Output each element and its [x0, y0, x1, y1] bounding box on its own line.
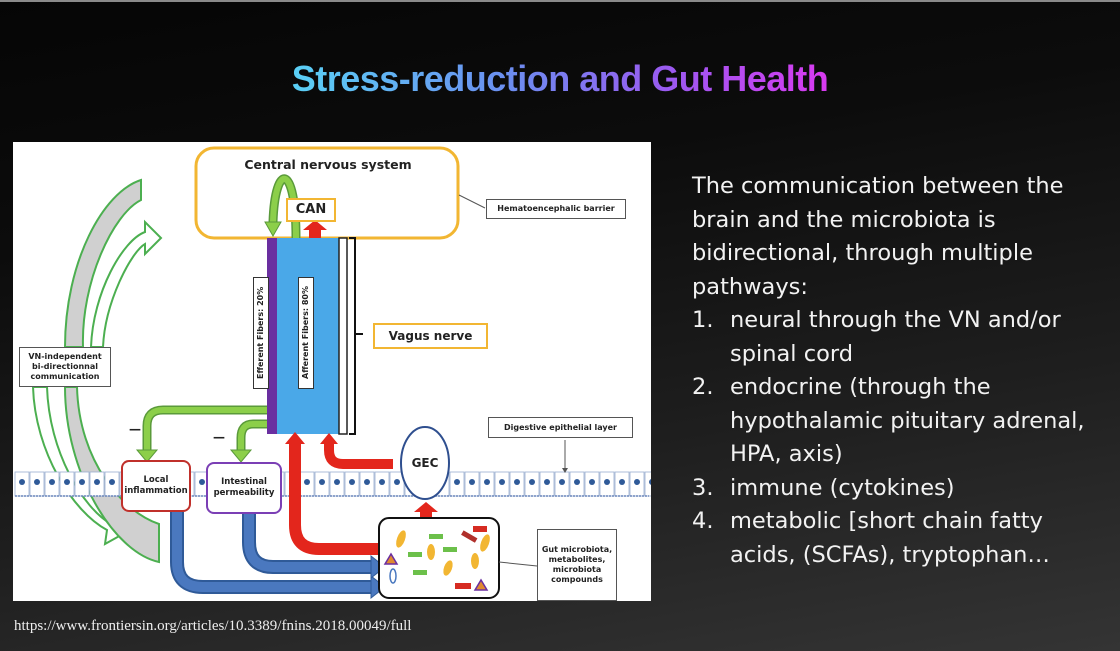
vagus-edge [338, 237, 348, 435]
gut-brain-axis-figure: Central nervous system CAN Hematoencepha… [13, 142, 651, 601]
intro-text: The communication between the brain and … [692, 173, 1064, 300]
source-link[interactable]: https://www.frontiersin.org/articles/10.… [14, 618, 412, 634]
pathway-list: 1. neural through the VN and/or spinal co… [692, 304, 1112, 572]
cell-nucleus [319, 479, 325, 485]
cell-nucleus [574, 479, 580, 485]
cell-nucleus [499, 479, 505, 485]
cell-nucleus [454, 479, 460, 485]
cell-nucleus [19, 479, 25, 485]
cell-nucleus [559, 479, 565, 485]
cns-label: Central nervous system [244, 157, 412, 173]
cell-nucleus [334, 479, 340, 485]
vn-independent-white-arrow-up [89, 219, 163, 348]
epithelial-cell [644, 471, 651, 497]
pathway-item: 4. metabolic [short chain fatty acids, (S… [692, 505, 1112, 572]
epithelial-layer [14, 471, 651, 497]
blue-arrow-permeability-to-microbiota [244, 512, 373, 572]
local-inflammation-box: Local inflammation [121, 460, 191, 512]
red-arrow-microbiota-to-gec [414, 502, 438, 520]
cell-nucleus [649, 479, 651, 485]
item-text: metabolic [short chain fatty acids, (SCF… [730, 508, 1050, 568]
slide-title-text: Stress-reduction and Gut Health [291, 58, 829, 99]
afferent-fibers-label: Afferent Fibers: 80% [298, 277, 314, 389]
pathway-item: 2. endocrine (through the hypothalamic pi… [692, 371, 1112, 472]
red-arrow-gec-to-vagus [324, 442, 393, 469]
gut-microbiota-label: Gut microbiota, metabolites, microbiota … [537, 529, 617, 601]
cell-nucleus [469, 479, 475, 485]
cell-nucleus [364, 479, 370, 485]
cell-nucleus [379, 479, 385, 485]
can-box: CAN [286, 198, 336, 222]
top-border-line [0, 0, 1120, 2]
item-number: 4. [692, 508, 714, 534]
vagus-nerve-label: Vagus nerve [373, 323, 488, 349]
item-number: 3. [692, 474, 714, 501]
cell-nucleus [64, 479, 70, 485]
vn-independent-gray-arrow-up [63, 178, 142, 348]
cell-nucleus [604, 479, 610, 485]
green-arrow-intestinal-permeability [238, 421, 267, 454]
intestinal-permeability-box: Intestinal permeability [206, 462, 282, 514]
vn-independent-label: VN-independent bi-directionnal communica… [19, 347, 111, 387]
item-number: 2. [692, 374, 714, 400]
cell-nucleus [484, 479, 490, 485]
cell-nucleus [514, 479, 520, 485]
can-red-arrow [303, 220, 327, 238]
vn-independent-gray-arrow-down [63, 386, 160, 564]
cell-nucleus [79, 479, 85, 485]
cell-nucleus [49, 479, 55, 485]
cell-nucleus [349, 479, 355, 485]
cell-nucleus [544, 479, 550, 485]
microbiota-organisms [383, 526, 490, 591]
item-text: immune (cytokines) [730, 474, 955, 501]
efferent-fibers-label: Efferent Fibers: 20% [253, 277, 269, 389]
item-text: endocrine (through the hypothalamic pitu… [730, 374, 1085, 467]
red-arrow-microbiota-to-vagus [289, 442, 379, 555]
cell-nucleus [94, 479, 100, 485]
gec-cell [400, 426, 450, 500]
cell-nucleus [109, 479, 115, 485]
description-panel: The communication between the brain and … [692, 170, 1112, 572]
vagus-bracket [349, 237, 363, 435]
hematoencephalic-barrier-label: Hematoencephalic barrier [486, 199, 626, 219]
cell-nucleus [199, 479, 205, 485]
digestive-epithelial-layer-label: Digestive epithelial layer [488, 417, 633, 438]
blue-arrow-inflammation-to-microbiota [172, 512, 373, 592]
cell-nucleus [34, 479, 40, 485]
minus-sign-inflammation: — [129, 421, 141, 436]
pathway-item: 1. neural through the VN and/or spinal co… [692, 304, 1112, 371]
cell-nucleus [589, 479, 595, 485]
efferent-fibers-band [267, 238, 277, 434]
cell-nucleus [529, 479, 535, 485]
cell-nucleus [304, 479, 310, 485]
green-arrow-local-inflammation [144, 407, 267, 454]
hematoencephalic-pointer [458, 194, 486, 209]
item-number: 1. [692, 307, 714, 333]
cell-nucleus [634, 479, 640, 485]
cell-nucleus [394, 479, 400, 485]
pathway-item: 3. immune (cytokines) [692, 472, 1112, 506]
gec-label: GEC [411, 455, 439, 470]
slide-title: Stress-reduction and Gut Health [0, 58, 1120, 100]
minus-sign-permeability: — [213, 429, 225, 444]
item-text: neural through the VN and/or spinal cord [730, 307, 1061, 367]
cell-nucleus [619, 479, 625, 485]
